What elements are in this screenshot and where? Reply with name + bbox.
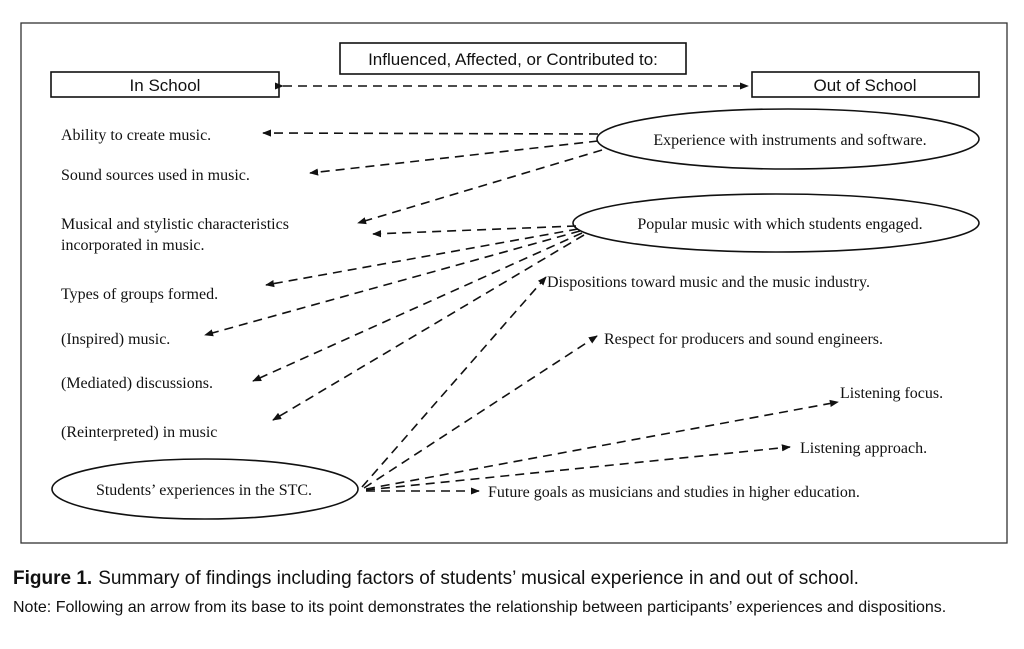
- left-item-mediated: (Mediated) discussions.: [61, 375, 213, 392]
- arrow-popular-inspired: [204, 230, 581, 337]
- arrow-stc-approach: [365, 444, 791, 491]
- arrow-popular-mediated: [252, 232, 583, 382]
- out-of-school-label: Out of School: [813, 76, 916, 95]
- out-of-school-box: [751, 71, 980, 98]
- arrow-stc-dispositions: [361, 276, 547, 488]
- popular-ellipse: [572, 193, 980, 253]
- header-label: Influenced, Affected, or Contributed to:: [368, 50, 658, 69]
- in-school-label: In School: [130, 76, 201, 95]
- diagram-frame: [20, 22, 1008, 544]
- stc-ellipse: [51, 458, 359, 520]
- arrow-instruments-stylistic: [357, 149, 603, 225]
- in-school-box: [50, 71, 280, 98]
- arrow-popular-groups: [265, 228, 579, 288]
- left-item-sound-sources: Sound sources used in music.: [61, 167, 250, 184]
- popular-label: Popular music with which students engage…: [637, 216, 922, 233]
- arrow-stc-respect: [363, 335, 598, 489]
- arrow-instruments-sound: [309, 140, 599, 176]
- left-item-ability: Ability to create music.: [61, 127, 211, 144]
- right-item-dispositions: Dispositions toward music and the music …: [547, 274, 870, 291]
- figure-title: Summary of findings including factors of…: [98, 568, 859, 589]
- instruments-label: Experience with instruments and software…: [653, 132, 926, 149]
- stc-label: Students’ experiences in the STC.: [96, 482, 312, 499]
- figure-note: Note: Following an arrow from its base t…: [13, 599, 947, 616]
- instruments-ellipse: [596, 108, 980, 170]
- findings-diagram: Influenced, Affected, or Contributed to:…: [20, 22, 1008, 544]
- right-item-future-goals: Future goals as musicians and studies in…: [488, 484, 860, 501]
- right-item-respect: Respect for producers and sound engineer…: [604, 331, 883, 348]
- left-item-inspired: (Inspired) music.: [61, 331, 170, 348]
- left-item-stylistic-2: incorporated in music.: [61, 237, 205, 254]
- header-box: [339, 42, 687, 75]
- figure-label: Figure 1.: [13, 568, 93, 589]
- arrow-instruments-ability: [262, 129, 599, 137]
- arrow-popular-stylistic: [372, 225, 577, 238]
- arrow-stc-focus: [365, 399, 839, 490]
- right-item-listening-focus: Listening focus.: [840, 385, 943, 402]
- left-item-stylistic-1: Musical and stylistic characteristics: [61, 216, 289, 233]
- left-item-groups: Types of groups formed.: [61, 286, 218, 303]
- left-item-reinterpreted: (Reinterpreted) in music: [61, 424, 217, 441]
- arrow-popular-reinterpreted: [272, 234, 585, 421]
- right-item-listening-approach: Listening approach.: [800, 440, 927, 457]
- figure-caption: Figure 1.Summary of findings including f…: [13, 568, 1013, 590]
